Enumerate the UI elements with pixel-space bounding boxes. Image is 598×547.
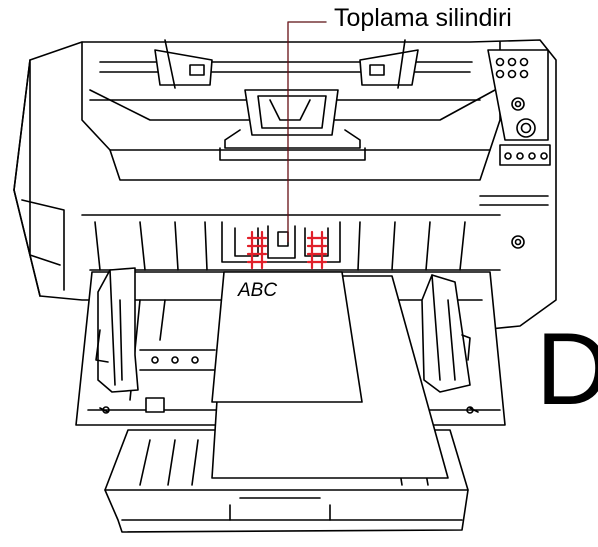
pick-roller-callout-label: Toplama silindiri bbox=[334, 4, 512, 32]
pick-roller-marks bbox=[246, 230, 328, 270]
side-guide-right bbox=[421, 274, 471, 393]
side-guide-left bbox=[95, 267, 139, 393]
scanner-body bbox=[13, 39, 557, 331]
document-text: ABC bbox=[238, 280, 278, 301]
document-stack bbox=[211, 271, 449, 479]
step-letter: D bbox=[536, 312, 598, 426]
document-front bbox=[211, 271, 363, 403]
